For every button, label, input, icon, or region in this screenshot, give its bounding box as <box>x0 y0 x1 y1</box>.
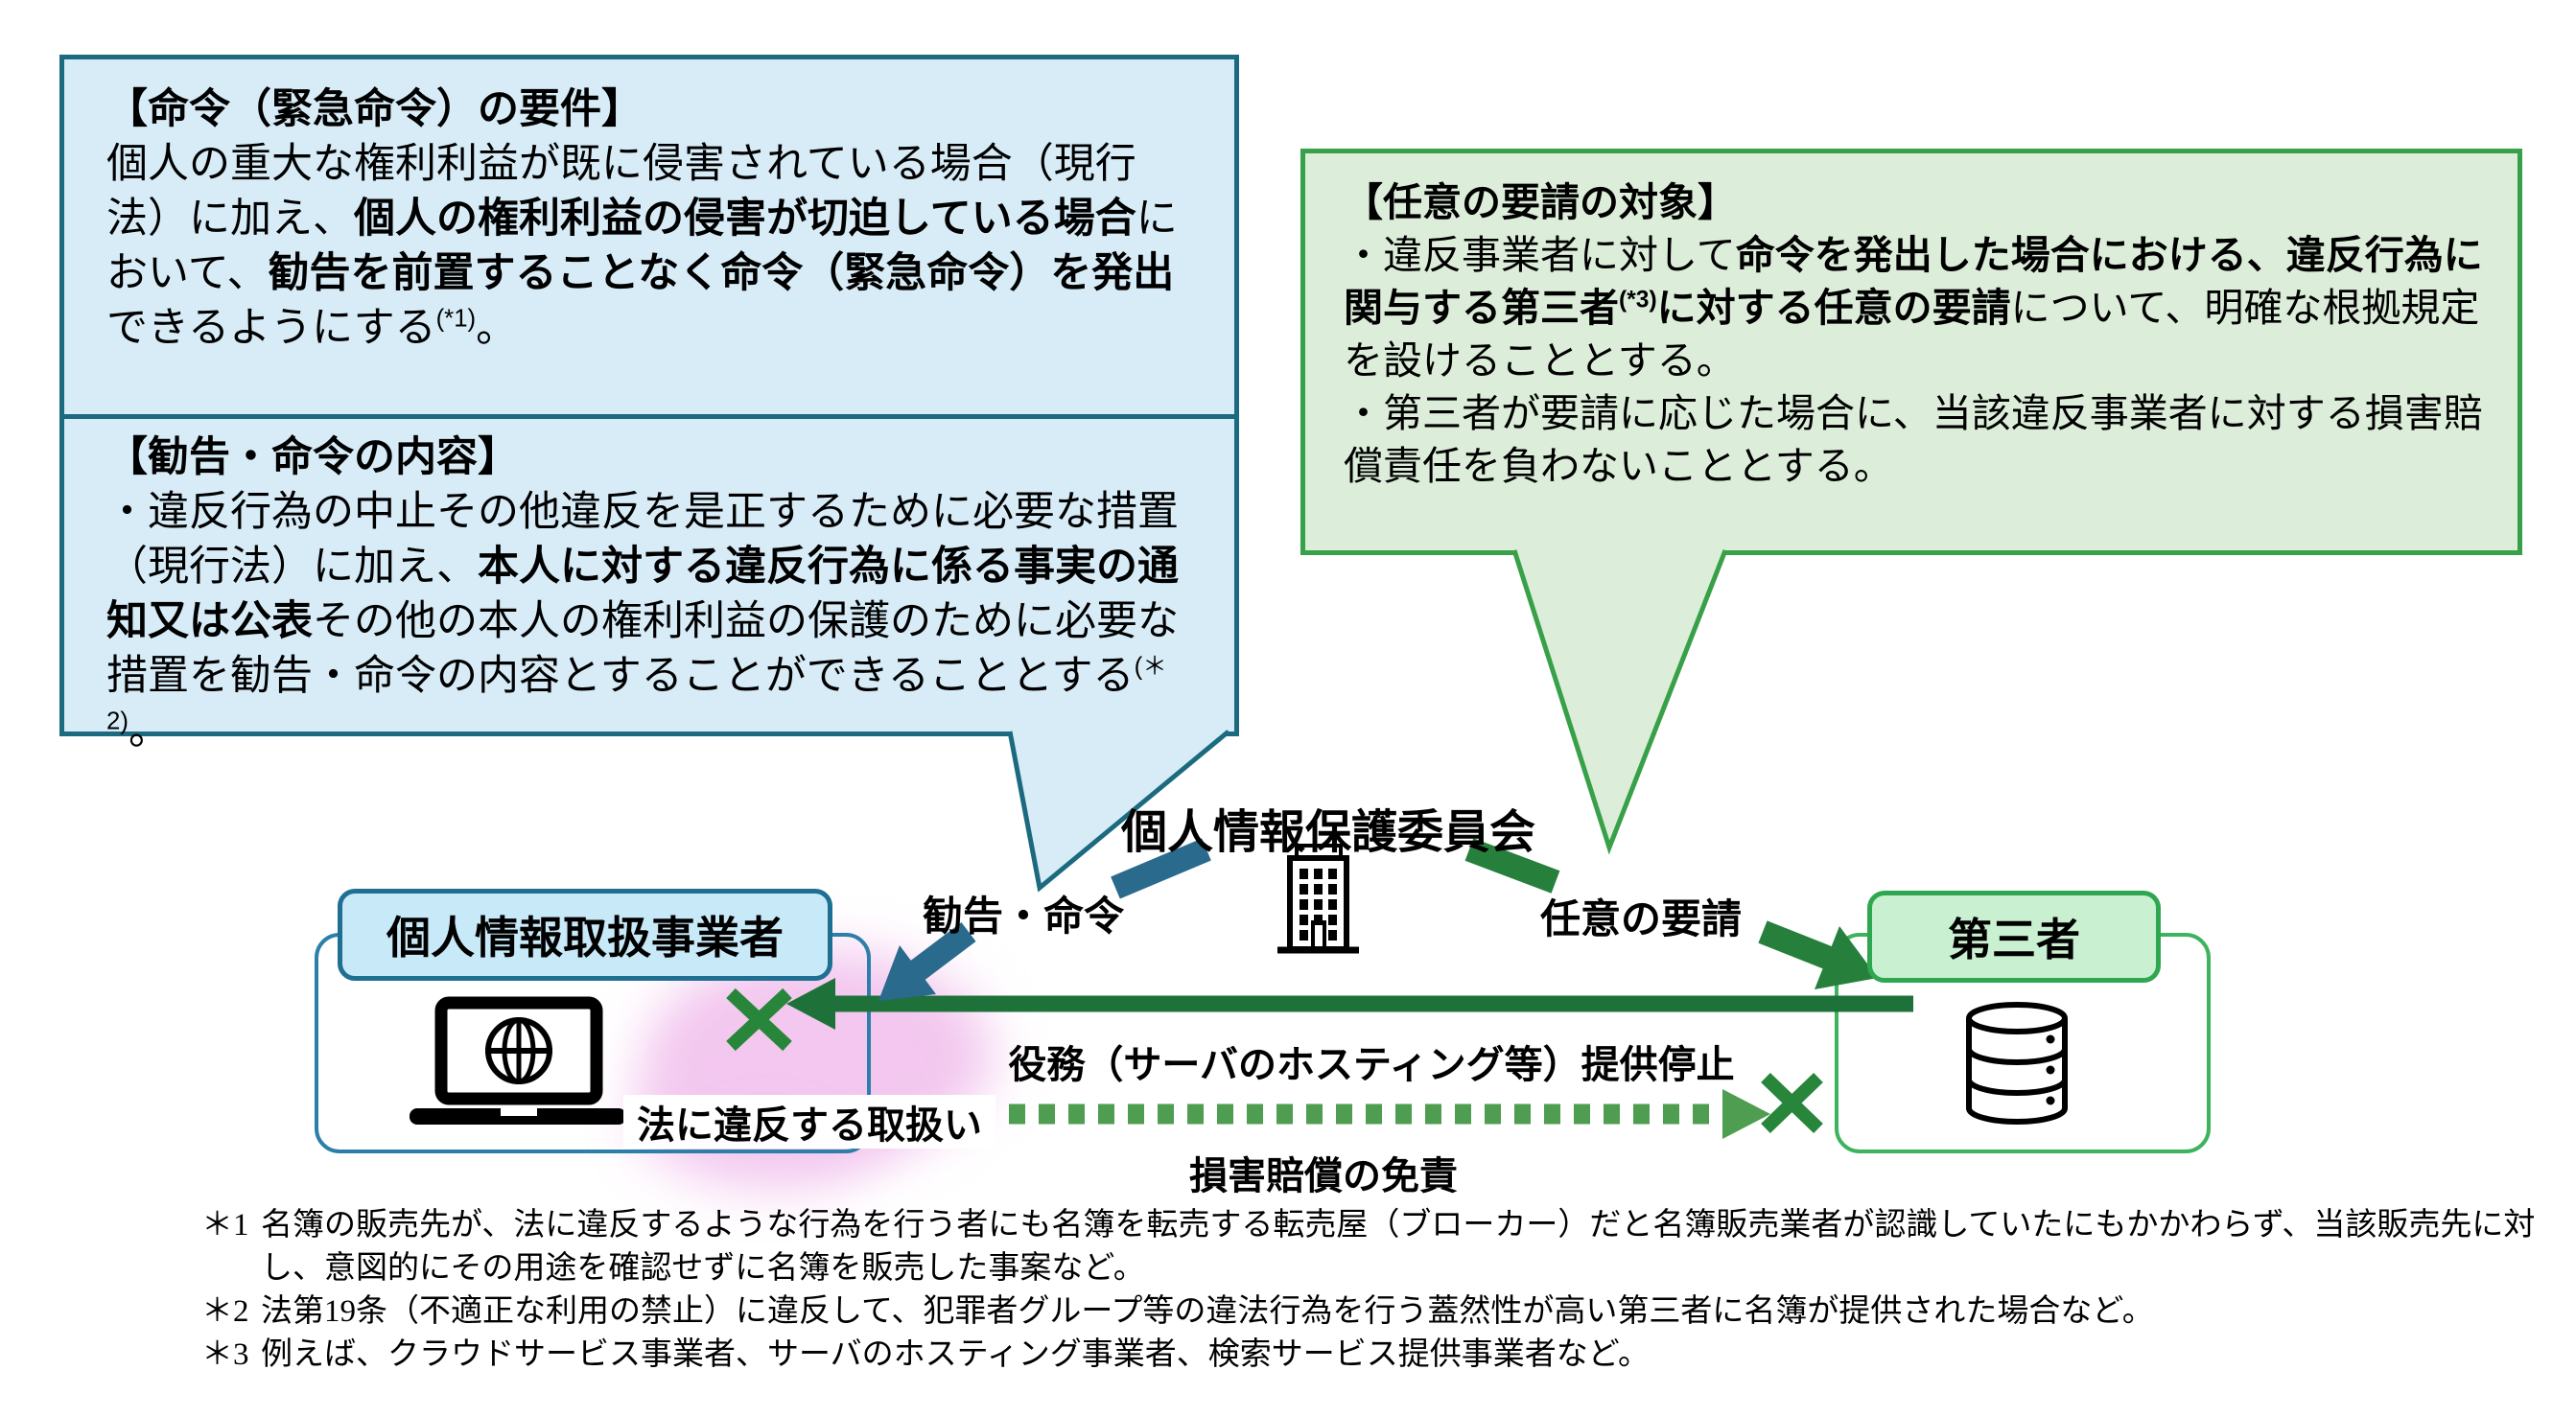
footnote-marker: ＊2 <box>201 1294 249 1329</box>
footnote-marker: ＊1 <box>201 1208 249 1243</box>
indemnity-dotted-arrow <box>1009 1089 1770 1139</box>
footnote-1: ＊1 名簿の販売先が、法に違反するような行為を行う者にも名簿を転売する転売屋（ブ… <box>201 1204 2547 1290</box>
callout-title: 【任意の要請の対象】 <box>1344 180 1737 224</box>
footnote-marker: ＊3 <box>201 1337 249 1372</box>
indemnity-arrow-label: 損害賠償の免責 <box>1189 1155 1458 1197</box>
footnotes: ＊1 名簿の販売先が、法に違反するような行為を行う者にも名簿を転売する転売屋（ブ… <box>201 1204 2547 1377</box>
commission-title: 個人情報保護委員会 <box>1120 807 1535 858</box>
footnote-text: 名簿の販売先が、法に違反するような行為を行う者にも名簿を転売する転売屋（ブローカ… <box>261 1208 2536 1286</box>
business-operator-label: 個人情報取扱事業者 <box>338 889 832 981</box>
callout-body: ・違反事業者に対して命令を発出した場合における、違反行為に関与する第三者(*3)… <box>1344 233 2483 488</box>
callout-title: 【勧告・命令の内容】 <box>106 434 519 480</box>
footnote-text: 例えば、クラウドサービス事業者、サーバのホスティング事業者、検索サービス提供事業… <box>261 1337 1651 1372</box>
callout-body: ・違反行為の中止その他違反を是正するために必要な措置（現行法）に加え、本人に対す… <box>106 489 1179 754</box>
recommendation-order-arrow-label: 勧告・命令 <box>923 894 1125 939</box>
callout-title: 【命令（緊急命令）の要件】 <box>106 86 643 132</box>
emergency-order-callout: 【命令（緊急命令）の要件】 個人の重大な権利利益が既に侵害されている場合（現行法… <box>59 55 1239 419</box>
third-party-label: 第三者 <box>1867 891 2161 983</box>
footnote-2: ＊2 法第19条（不適正な利用の禁止）に違反して、犯罪者グループ等の違法行為を行… <box>201 1290 2547 1334</box>
building-icon <box>1277 844 1359 954</box>
recommendation-content-callout: 【勧告・命令の内容】 ・違反行為の中止その他違反を是正するために必要な措置（現行… <box>59 414 1239 754</box>
violation-label: 法に違反する取扱い <box>623 1095 995 1149</box>
service-stop-arrow <box>786 978 1913 1030</box>
callout-body: 個人の重大な権利利益が既に侵害されている場合（現行法）に加え、個人の権利利益の侵… <box>106 141 1178 351</box>
voluntary-request-callout: 【任意の要請の対象】 ・違反事業者に対して命令を発出した場合における、違反行為に… <box>1300 149 2522 555</box>
footnote-3: ＊3 例えば、クラウドサービス事業者、サーバのホスティング事業者、検索サービス提… <box>201 1334 2547 1377</box>
x-mark-icon <box>1761 1072 1823 1134</box>
voluntary-request-arrow-label: 任意の要請 <box>1539 896 1742 941</box>
footnote-text: 法第19条（不適正な利用の禁止）に違反して、犯罪者グループ等の違法行為を行う蓋然… <box>261 1294 2154 1329</box>
service-stop-arrow-label: 役務（サーバのホスティング等）提供停止 <box>1008 1044 1735 1086</box>
